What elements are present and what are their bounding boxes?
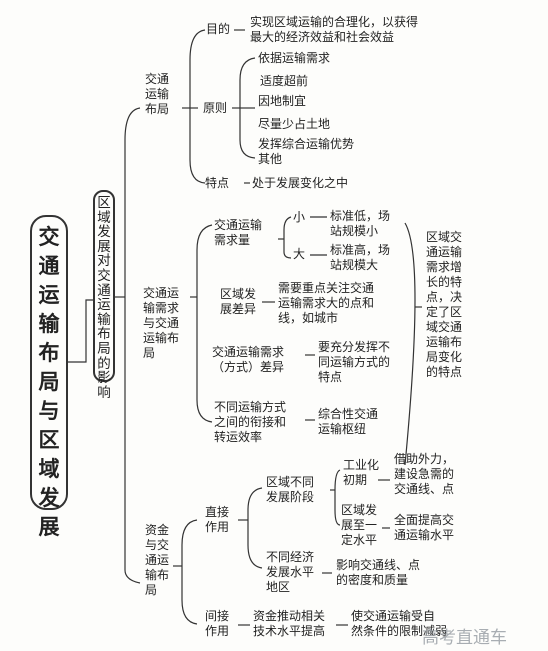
s1-bracket [189,29,206,184]
feature-label: 特点 [205,176,230,190]
indirect-text: 使交通运输受自 然条件的限制减弱 [351,609,448,638]
small-text: 标准低，场 站规模小 [330,209,391,238]
principle-label: 原则 [203,101,228,115]
level-label: 不同经济 发展水平 地区 [266,550,315,594]
principle-item: 因地制宜 [258,94,307,108]
indirect-label: 间接 作用 [205,609,230,638]
main-to-subtitle-line [68,299,93,363]
large-label: 大 [293,247,306,261]
s3-bracket [181,519,198,625]
main-title: 交 通 运 输 布 局 与 区 域 发 展 [30,215,68,539]
diff-text: 需要重点关注交通 运输需求大的点和 线，如城市 [278,281,375,325]
principle-bracket [239,57,256,159]
direct-label: 直接 作用 [205,505,230,534]
sub-title: 区 域 发 展 对 交 通 运 输 布 局 的 影 响 [93,190,115,400]
section-funding-layout: 资金 与交 通运 输布 局 [145,523,170,597]
stage-label: 区域不同 发展阶段 [266,475,315,504]
section-demand-layout: 交通运 输需求 与交通 运输布 局 [143,286,180,360]
mode-label: 交通运输需求 （方式）差异 [212,345,285,374]
principle-item: 适度超前 [260,74,309,88]
demand-label: 交通运输 需求量 [214,218,263,247]
diff-label: 区域发 展差异 [220,287,257,316]
s2-summary-bracket [404,222,416,466]
section-transport-layout: 交通 运输 布局 [145,72,170,116]
main-branch-bracket [124,107,141,584]
indirect-mid: 资金推动相关 技术水平提高 [253,609,326,638]
later-label: 区域发 展至一 定水平 [341,503,378,547]
principle-item: 其他 [258,152,283,166]
large-text: 标准高，场 站规模大 [330,243,391,272]
level-text: 影响交通线、点 的密度和质量 [336,558,421,587]
feature-text: 处于发展变化之中 [252,176,349,190]
mode-text: 要充分发挥不 同运输方式的 特点 [318,340,391,384]
s2-bracket [196,224,213,423]
watermark: 高考直通车 [422,628,507,648]
goal-text: 实现区域运输的合理化，以获得 最大的经济效益和社会效益 [250,15,419,44]
later-text: 全面提高交 通运输水平 [394,513,455,542]
goal-label: 目的 [206,22,231,36]
principle-item: 依据运输需求 [258,51,331,65]
early-text: 借助外力， 建设急需的 交通线、点 [394,452,455,496]
principle-item: 尽量少占土地 [258,117,331,131]
principle-item: 发挥综合运输优势 [258,137,355,151]
small-label: 小 [293,210,306,224]
early-label: 工业化 初期 [343,458,380,487]
connect-label: 不同运输方式 之间的衔接和 转运效率 [214,400,287,444]
demand-summary: 区域交 通运输 需求增 长的特 点，决 定了区 域交通 运输布 局变化 的特点 [426,230,463,379]
connect-text: 综合性交通 运输枢纽 [318,407,379,436]
